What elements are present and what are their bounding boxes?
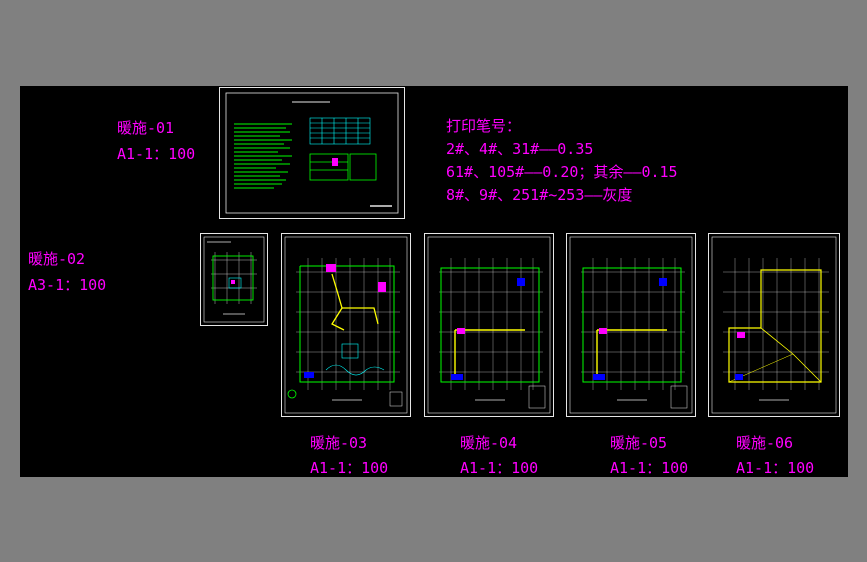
print-note-line-1: 2#、4#、31#——0.35 [446,140,594,158]
print-note-line-3: 8#、9#、251#~253——灰度 [446,186,633,204]
sheet-01-name: 暖施-01 [117,119,175,137]
print-note: 打印笔号： 2#、4#、31#——0.35 61#、105#——0.20；其余—… [446,115,678,207]
print-note-title: 打印笔号： [446,117,522,135]
drawing-canvas[interactable]: 暖施-01 A1-1：100 暖施-02 A3-1：100 打印笔号： 2#、4… [20,86,848,477]
sheet-04-content [427,236,551,414]
sheet-06-drawing[interactable] [708,233,840,417]
sheet-04-scale: A1-1：100 [460,459,539,477]
sheet-06-content [711,236,837,414]
sheet-06-name: 暖施-06 [736,434,794,452]
sheet-01-scale: A1-1：100 [117,145,196,163]
sheet-02-scale: A3-1：100 [28,276,107,294]
sheet-05-name: 暖施-05 [610,434,668,452]
sheet-06-scale: A1-1：100 [736,459,815,477]
sheet-02-drawing[interactable] [200,233,268,326]
sheet-02-content [203,236,265,323]
sheet-03-scale: A1-1：100 [310,459,389,477]
sheet-03-content [284,236,408,414]
sheet-05-scale: A1-1：100 [610,459,689,477]
sheet-05-content [569,236,693,414]
sheet-02-name: 暖施-02 [28,250,86,268]
sheet-01-drawing[interactable] [219,87,405,219]
sheet-05-drawing[interactable] [566,233,696,417]
sheet-03-name: 暖施-03 [310,434,368,452]
sheet-01-content [225,92,399,214]
sheet-03-drawing[interactable] [281,233,411,417]
print-note-line-2: 61#、105#——0.20；其余——0.15 [446,163,678,181]
sheet-04-name: 暖施-04 [460,434,518,452]
sheet-04-drawing[interactable] [424,233,554,417]
